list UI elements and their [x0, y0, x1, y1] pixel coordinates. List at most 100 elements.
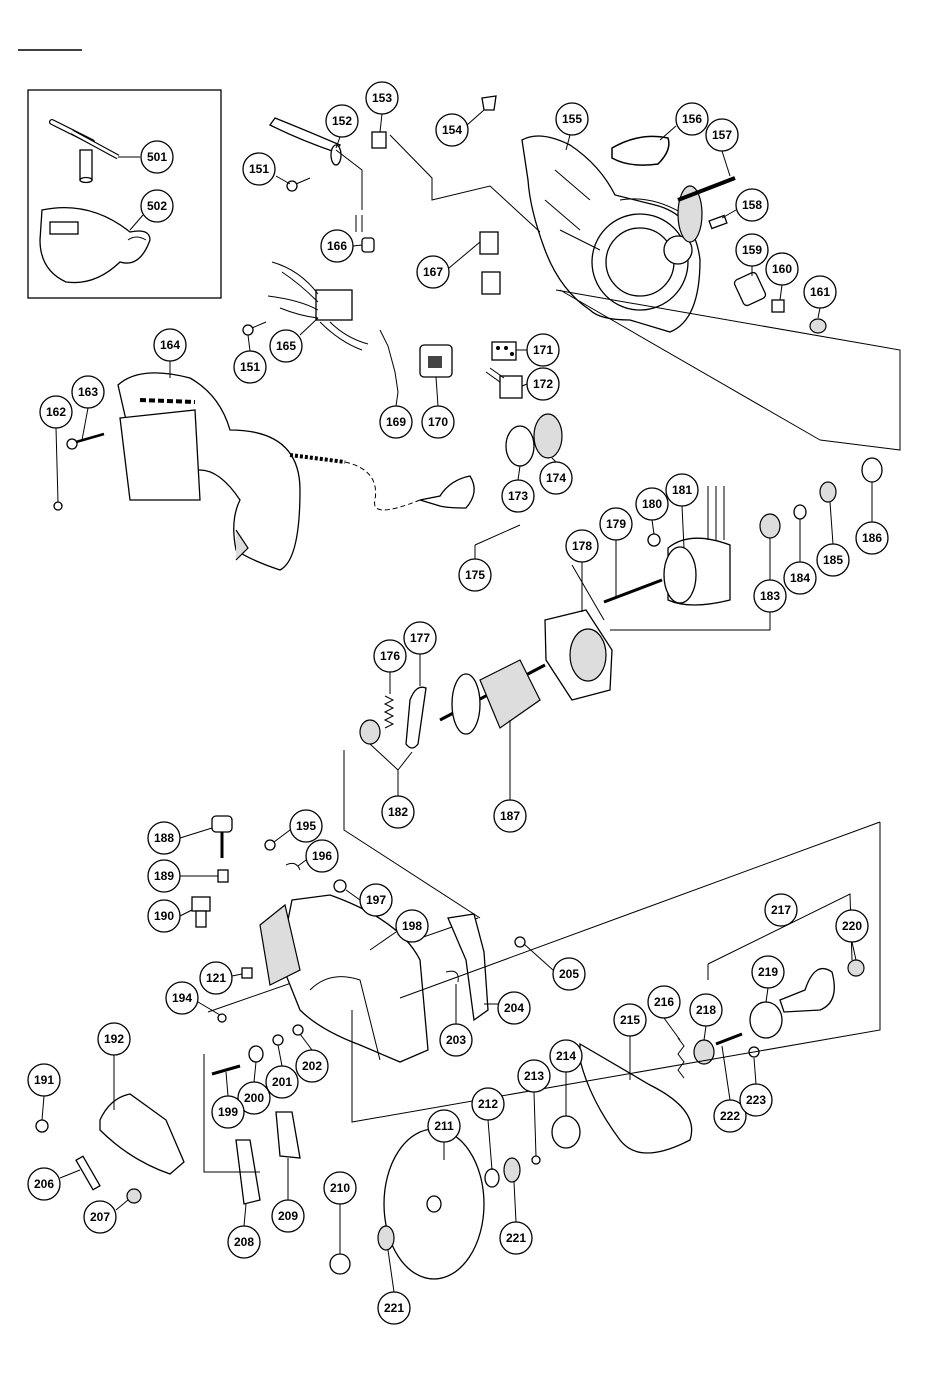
- label-156-part: [611, 135, 670, 166]
- callout-label: 121: [206, 971, 226, 985]
- callout-label: 218: [696, 1003, 716, 1017]
- bearing-219-part: [749, 1001, 783, 1039]
- bolt-199-part: [211, 1064, 241, 1076]
- switch-170-part: [419, 344, 453, 378]
- callout-label: 200: [244, 1091, 264, 1105]
- bracket-209-part: [275, 1111, 301, 1159]
- callout-220: 220: [835, 909, 869, 961]
- callout-label: 199: [218, 1105, 238, 1119]
- t-wrench-part: [49, 119, 120, 184]
- capacitor-172-part: [485, 367, 523, 399]
- callout-207: 207: [83, 1199, 129, 1234]
- callout-label: 187: [500, 809, 520, 823]
- callout-181: 181: [665, 473, 699, 549]
- callout-label: 205: [559, 967, 579, 981]
- callout-label: 166: [327, 239, 347, 253]
- ring-180-part: [647, 533, 661, 547]
- callout-214: 214: [549, 1039, 583, 1116]
- callout-217: 217: [764, 893, 798, 927]
- screw-151-part: [286, 177, 311, 192]
- callout-174: 174: [539, 457, 573, 495]
- bolt-213-part: [531, 1155, 541, 1165]
- callout-label: 180: [642, 497, 662, 511]
- callout-221a: 221: [499, 1181, 533, 1255]
- washer-221a-part: [503, 1157, 521, 1183]
- callout-label: 197: [366, 893, 386, 907]
- callout-151b: 151: [233, 334, 267, 384]
- callout-219: 219: [751, 955, 785, 1003]
- sleeve-166-part: [361, 237, 375, 253]
- gear-case-198-part: [259, 894, 429, 1063]
- washer-201-part: [272, 1034, 284, 1046]
- callout-502: 502: [129, 189, 174, 231]
- callout-211: 211: [427, 1109, 461, 1160]
- spring-203-part: [445, 970, 459, 983]
- callout-153: 153: [365, 81, 399, 133]
- callout-label: 195: [296, 819, 316, 833]
- callout-160: 160: [765, 252, 799, 301]
- callout-156: 156: [659, 102, 709, 141]
- callout-221b: 221: [377, 1249, 411, 1325]
- leader-bottom: [203, 821, 881, 1173]
- callout-165: 165: [269, 317, 319, 363]
- callout-label: 223: [746, 1093, 766, 1107]
- callout-label: 174: [546, 471, 566, 485]
- callout-label: 217: [771, 903, 791, 917]
- cord-175-part: [289, 453, 475, 511]
- callout-155: 155: [555, 102, 589, 151]
- callout-label: 178: [572, 539, 592, 553]
- bearing-185-part: [819, 481, 837, 503]
- pin-158-part: [708, 214, 728, 230]
- bearing-182-part: [359, 719, 381, 745]
- callout-label: 172: [533, 377, 553, 391]
- callout-197: 197: [345, 883, 393, 917]
- callout-label: 206: [34, 1177, 54, 1191]
- callout-label: 204: [504, 1001, 524, 1015]
- armature-187-part: [439, 659, 546, 735]
- brush-holder-159-part: [733, 271, 767, 307]
- washer-186-part: [861, 457, 883, 483]
- callout-183: 183: [753, 538, 787, 613]
- callout-179: 179: [599, 507, 633, 598]
- callout-188: 188: [147, 821, 213, 855]
- callout-label: 171: [533, 343, 553, 357]
- callout-222: 222: [713, 1045, 747, 1133]
- pin-206-part: [75, 1155, 101, 1191]
- callout-label: 189: [154, 869, 174, 883]
- callout-label: 188: [154, 831, 174, 845]
- callout-label: 157: [712, 128, 732, 142]
- screw-195-part: [264, 839, 276, 851]
- bolt-210-part: [329, 1253, 351, 1275]
- lever-204-part: [447, 913, 489, 1022]
- callout-204: 204: [484, 991, 531, 1025]
- callout-501: 501: [118, 140, 174, 174]
- callout-label: 214: [556, 1049, 576, 1063]
- callout-label: 209: [278, 1209, 298, 1223]
- callout-label: 190: [154, 909, 174, 923]
- callout-label: 210: [330, 1181, 350, 1195]
- callout-223: 223: [739, 1057, 773, 1117]
- callout-184: 184: [783, 519, 817, 595]
- bolt-207-part: [126, 1188, 142, 1204]
- bearing-220-part: [847, 959, 865, 977]
- carbon-brush-160-part: [771, 299, 785, 313]
- callout-167: 167: [416, 241, 481, 289]
- callout-203: 203: [439, 984, 473, 1057]
- cord-armor-part: [269, 117, 363, 232]
- callout-label: 154: [442, 123, 462, 137]
- nut-121-part: [241, 967, 253, 979]
- callout-213: 213: [517, 1059, 551, 1157]
- callout-label: 175: [465, 568, 485, 582]
- screw-151b-part: [242, 321, 267, 336]
- washer-202-part: [292, 1024, 304, 1036]
- callout-label: 216: [654, 995, 674, 1009]
- callout-label: 184: [790, 571, 810, 585]
- callout-label: 183: [760, 589, 780, 603]
- callout-label: 173: [508, 489, 528, 503]
- callout-label: 152: [332, 114, 352, 128]
- bearing-183-part: [759, 513, 781, 539]
- callout-label: 222: [720, 1109, 740, 1123]
- callout-label: 208: [234, 1235, 254, 1249]
- nut-189-part: [217, 869, 229, 883]
